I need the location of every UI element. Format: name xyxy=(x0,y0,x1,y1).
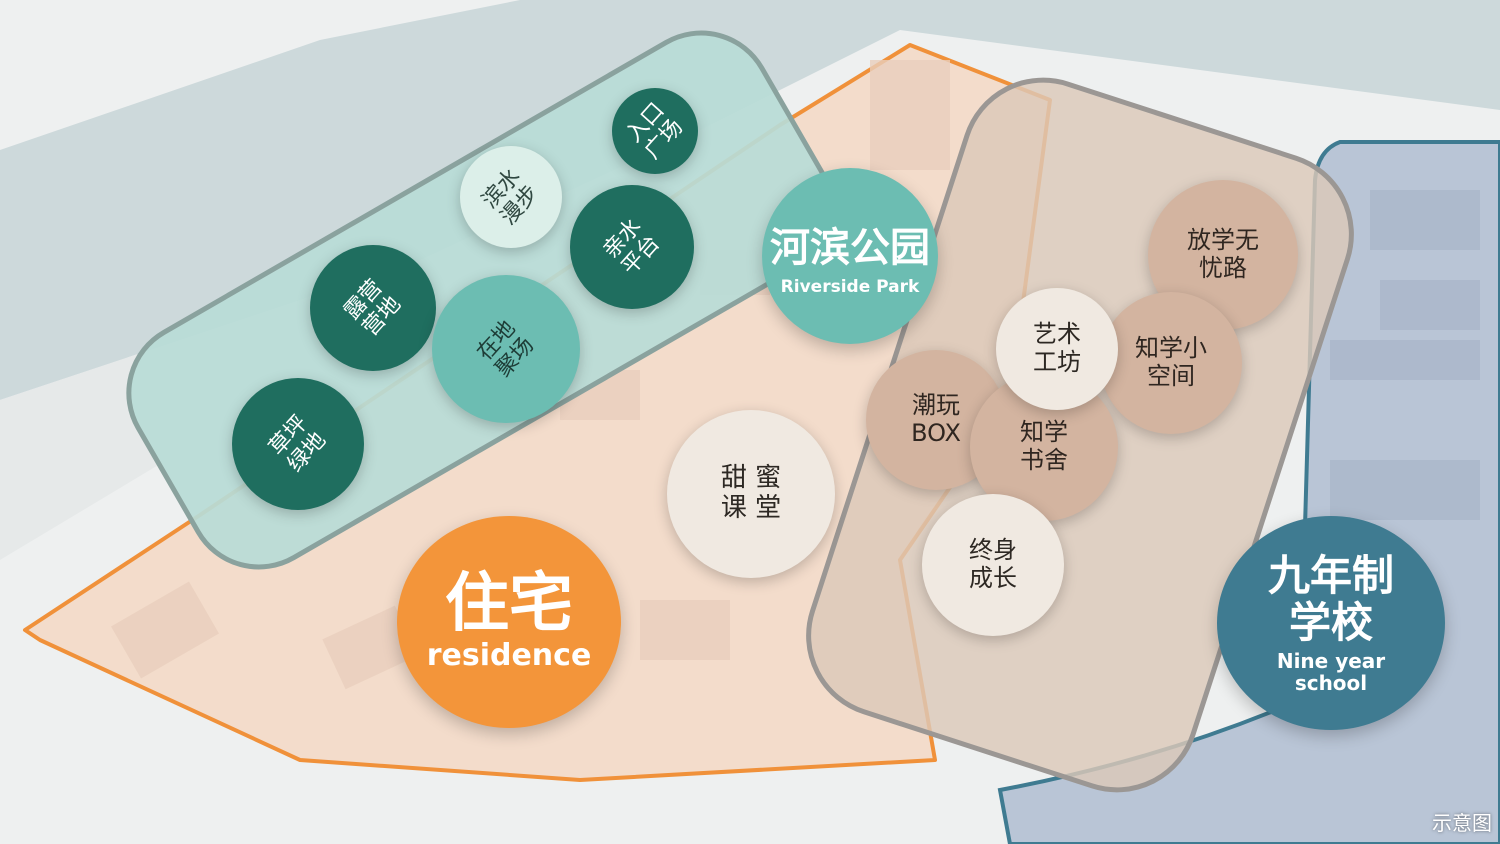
school-buildings xyxy=(1330,190,1480,520)
park-node-label: 露营 营地 xyxy=(339,274,407,342)
park-node-waterside-walk: 滨水 漫步 xyxy=(460,146,562,248)
park-node-local-gathering: 在地 聚场 xyxy=(432,275,580,423)
school-node-label: 潮玩 BOX xyxy=(911,391,961,447)
residence-badge: 住宅 residence xyxy=(397,516,621,728)
school-node-label: 放学无 忧路 xyxy=(1187,226,1259,282)
school-node-study-space: 知学小 空间 xyxy=(1100,292,1242,434)
riverside-park-title: 河滨公园 xyxy=(770,225,930,271)
park-node-label: 草坪 绿地 xyxy=(264,410,332,478)
residence-node-sweet-classroom: 甜 蜜 课 堂 xyxy=(667,410,835,578)
park-node-label: 在地 聚场 xyxy=(472,315,540,383)
residence-subtitle: residence xyxy=(426,638,592,674)
school-node-label: 知学 书舍 xyxy=(1020,418,1068,474)
park-node-lawn: 草坪 绿地 xyxy=(232,378,364,510)
park-node-water-platform: 亲水 平台 xyxy=(570,185,694,309)
school-subtitle: Nine year school xyxy=(1276,649,1386,696)
riverside-park-subtitle: Riverside Park xyxy=(780,277,920,297)
riverside-park-badge: 河滨公园 Riverside Park xyxy=(762,168,938,344)
park-node-entrance-plaza: 入口 广场 xyxy=(612,88,698,174)
park-node-label: 滨水 漫步 xyxy=(477,163,545,231)
school-node-lifelong-growth: 终身 成长 xyxy=(922,494,1064,636)
residence-title: 住宅 xyxy=(445,566,573,641)
school-node-label: 艺术 工坊 xyxy=(1033,320,1081,376)
river-band xyxy=(0,0,1500,400)
park-node-label: 入口 广场 xyxy=(621,97,689,165)
school-badge: 九年制 学校 Nine year school xyxy=(1217,516,1445,730)
park-node-label: 亲水 平台 xyxy=(598,213,666,281)
school-title: 九年制 学校 xyxy=(1267,550,1394,647)
residence-node-label: 甜 蜜 课 堂 xyxy=(720,463,782,523)
park-node-campsite: 露营 营地 xyxy=(310,245,436,371)
school-node-label: 知学小 空间 xyxy=(1135,334,1207,390)
school-node-art-workshop: 艺术 工坊 xyxy=(996,288,1118,410)
school-node-label: 终身 成长 xyxy=(969,536,1017,592)
schematic-caption: 示意图 xyxy=(1432,811,1492,835)
